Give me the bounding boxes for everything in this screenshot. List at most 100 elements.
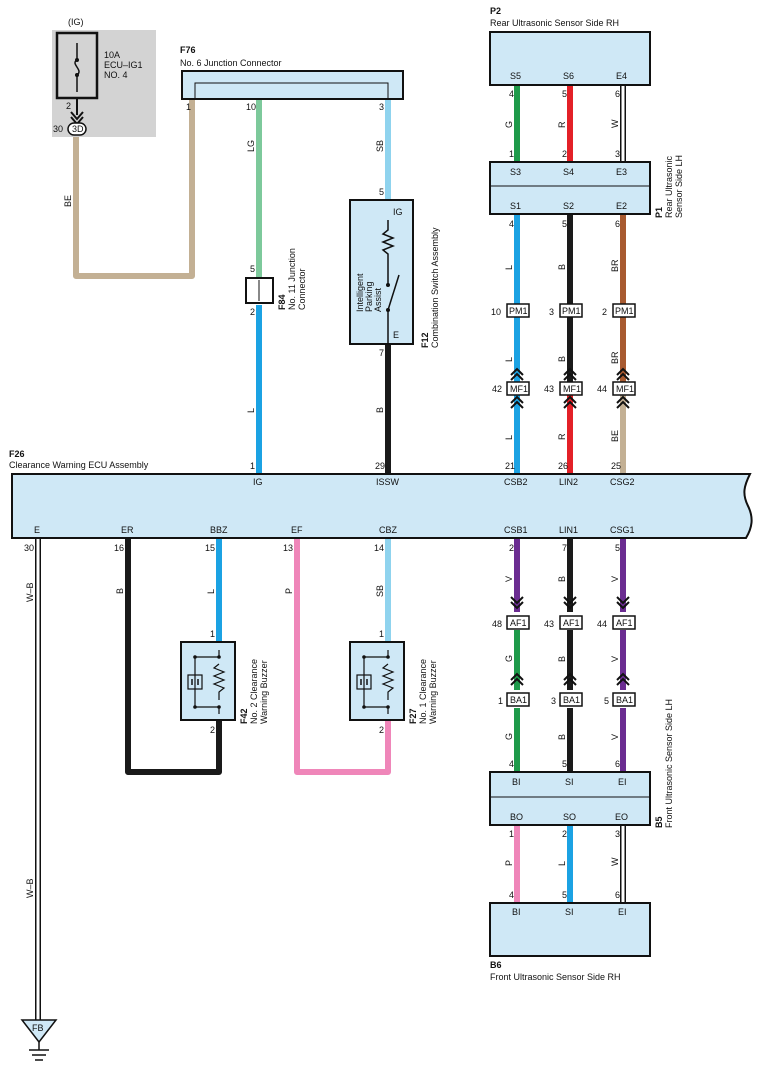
wire-ef	[294, 538, 391, 775]
f26-pin-13: 13	[283, 543, 293, 553]
ba1-connector-2	[559, 692, 583, 707]
wire-label-ba1b5-b: B	[557, 734, 567, 740]
fuse-number: NO. 4	[104, 70, 128, 80]
af1-pin-48: 48	[492, 619, 502, 629]
mf1-chevron-up-icon-2	[563, 367, 577, 381]
f27-code: F27	[408, 708, 418, 724]
f26-term-lin1: LIN1	[559, 525, 578, 535]
af1-pin-43: 43	[544, 619, 554, 629]
p2-term-s6: S6	[563, 71, 574, 81]
f42-resistor-icon	[212, 663, 226, 700]
b5-pin-6: 6	[615, 759, 620, 769]
f27-node-3	[362, 705, 366, 709]
f76-bus	[194, 82, 389, 99]
f26-term-bbz: BBZ	[210, 525, 228, 535]
b5-pin-1: 1	[509, 829, 514, 839]
wire-label-b5b6-p: P	[504, 860, 514, 866]
wire-label-lg: LG	[246, 140, 256, 152]
ground-label: FB	[32, 1023, 44, 1033]
ba1-connectors: 1 BA1 3 BA1 5 BA1	[498, 672, 636, 707]
b6-pin-6: 6	[615, 890, 620, 900]
p2-box	[489, 31, 651, 86]
wire-label-bbz: L	[206, 589, 216, 594]
mf1-chevron-up-icon-1	[510, 367, 524, 381]
f26-pin-14: 14	[374, 543, 384, 553]
p2-pin-4: 4	[509, 89, 514, 99]
mf1-label-1: MF1	[510, 384, 528, 394]
p1-pin-5: 5	[562, 219, 567, 229]
f27-buzzer: 1 2 F27 No. 1 Clearance Warning Buzzer	[349, 629, 438, 735]
f12-pin-top: 5	[379, 187, 384, 197]
p1-term-s1: S1	[510, 201, 521, 211]
mf1-chevron-down-icon-2	[563, 395, 577, 409]
f26-term-csb2: CSB2	[504, 477, 528, 487]
f42-pin-top: 1	[210, 629, 215, 639]
p1-pin-6: 6	[615, 219, 620, 229]
p2-pin-6: 6	[615, 89, 620, 99]
f27-node-1	[362, 655, 366, 659]
f42-buzzer: 1 2 F42 No. 2 Clearance Warning Buzzer	[180, 629, 269, 735]
f84-pin-top: 5	[250, 264, 255, 274]
mf1-connector-1	[506, 381, 530, 396]
wire-label-f26af1-v1: V	[504, 576, 514, 582]
fuse-panel	[52, 30, 156, 137]
f26-name: Clearance Warning ECU Assembly	[9, 460, 149, 470]
b6-code: B6	[490, 960, 502, 970]
wire-label-be: BE	[63, 195, 73, 207]
pm1-pin-2: 2	[602, 307, 607, 317]
ba1-chevron-up-icon-1	[510, 672, 524, 686]
b5-code: B5	[654, 816, 664, 828]
p2-code: P2	[490, 6, 501, 16]
wire-label-wb-1: W–B	[25, 582, 35, 602]
af1-chevron-down-icon-3	[616, 596, 630, 610]
f12-name: Combination Switch Assembly	[430, 227, 440, 348]
wire-label-b-issw: B	[375, 407, 385, 413]
wire-label-er: B	[115, 588, 125, 594]
b6-box	[489, 902, 651, 957]
p1-pin-1: 1	[509, 149, 514, 159]
b5-term-bo: BO	[510, 812, 523, 822]
b5-box	[489, 771, 651, 826]
f26-pin-5: 5	[615, 543, 620, 553]
f76-pin-3: 3	[379, 102, 384, 112]
b5-term-si: SI	[565, 777, 574, 787]
f76-name: No. 6 Junction Connector	[180, 58, 282, 68]
fuse-rating: 10A	[104, 50, 120, 60]
fuse-block: (IG) 10A ECU–IG1 NO. 4 2 3D 30	[52, 17, 156, 137]
wire-label-ba1b5-v: V	[610, 734, 620, 740]
f27-pin-bottom: 2	[379, 725, 384, 735]
p2-term-s5: S5	[510, 71, 521, 81]
wire-label-wb-2: W–B	[25, 878, 35, 898]
f26-term-lin2: LIN2	[559, 477, 578, 487]
f12-e-label: E	[393, 330, 399, 340]
mf1-label-2: MF1	[563, 384, 581, 394]
f12-code: F12	[420, 332, 430, 348]
f27-name-1: No. 1 Clearance	[418, 659, 428, 724]
wire-label-mf1f26-r: R	[557, 433, 567, 440]
f27-box	[349, 641, 405, 721]
b6-name: Front Ultrasonic Sensor Side RH	[490, 972, 621, 982]
f27-name-2: Warning Buzzer	[428, 660, 438, 724]
pm1-connector-1	[506, 303, 530, 318]
f12-box	[349, 199, 414, 345]
f84-pin-bottom: 2	[250, 307, 255, 317]
p1-term-e3: E3	[616, 167, 627, 177]
fuse-name: ECU–IG1	[104, 60, 143, 70]
f42-node-1	[193, 655, 197, 659]
af1-label-2: AF1	[563, 618, 580, 628]
f26-clearance-warning-ecu: F26 Clearance Warning ECU Assembly 1 29 …	[9, 449, 753, 553]
f76-code: F76	[180, 45, 196, 55]
wire-label-p2p1-r: R	[557, 121, 567, 128]
b5-pin-3: 3	[615, 829, 620, 839]
fuse-ig-label: (IG)	[68, 17, 84, 27]
wire-label-p1pm1-l: L	[504, 265, 514, 270]
mf1-pin-42: 42	[492, 384, 502, 394]
buzzer-icon	[187, 674, 203, 690]
f84-name-2: Connector	[297, 268, 307, 310]
wire-label-p2p1-w: W	[610, 119, 620, 128]
b6-term-bi: BI	[512, 907, 521, 917]
f26-term-csg2: CSG2	[610, 477, 635, 487]
wire-label-sb: SB	[375, 140, 385, 152]
f12-combination-switch: 5 IG E Intelligent Parking Assist 7 F12 …	[349, 187, 440, 358]
fuse-connector-pin: 30	[53, 124, 63, 134]
